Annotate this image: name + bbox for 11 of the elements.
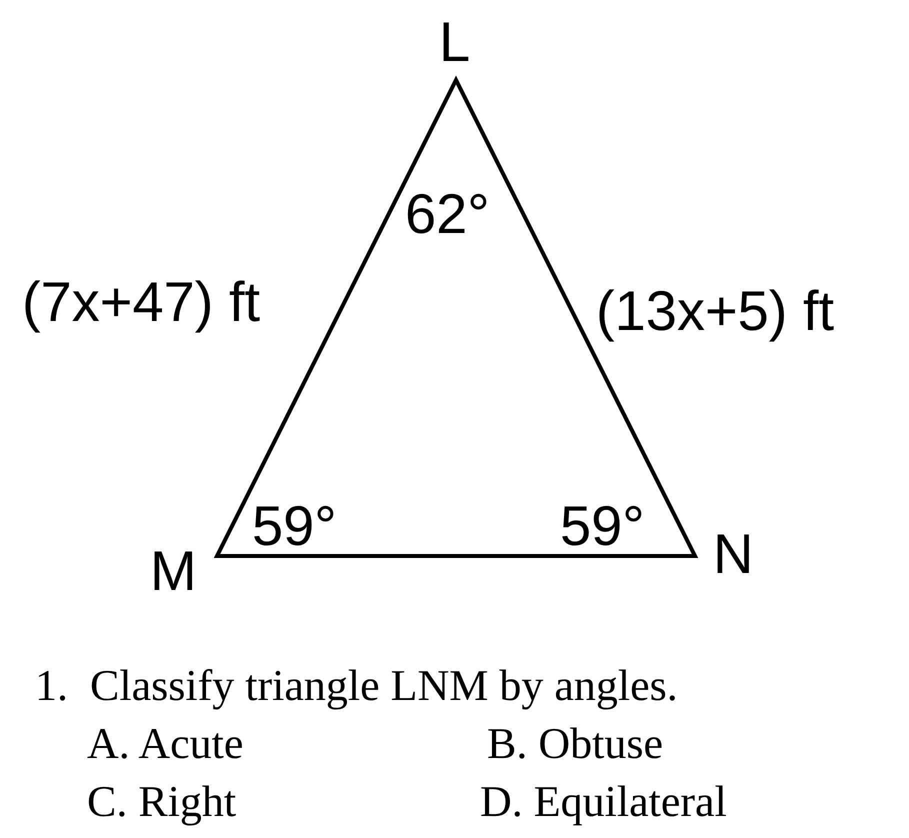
- answer-option: C. Right: [87, 780, 236, 824]
- angle-label: 59°: [252, 498, 337, 554]
- answer-option: A. Acute: [87, 722, 244, 766]
- angle-label: 59°: [560, 498, 645, 554]
- question-text: 1. Classify triangle LNM by angles.: [35, 664, 678, 708]
- vertex-label: N: [713, 526, 754, 582]
- answer-option: B. Obtuse: [487, 722, 663, 766]
- vertex-label: M: [150, 543, 197, 599]
- angle-label: 62°: [405, 186, 490, 242]
- answer-option: D. Equilateral: [480, 780, 727, 824]
- vertex-label: L: [439, 14, 470, 70]
